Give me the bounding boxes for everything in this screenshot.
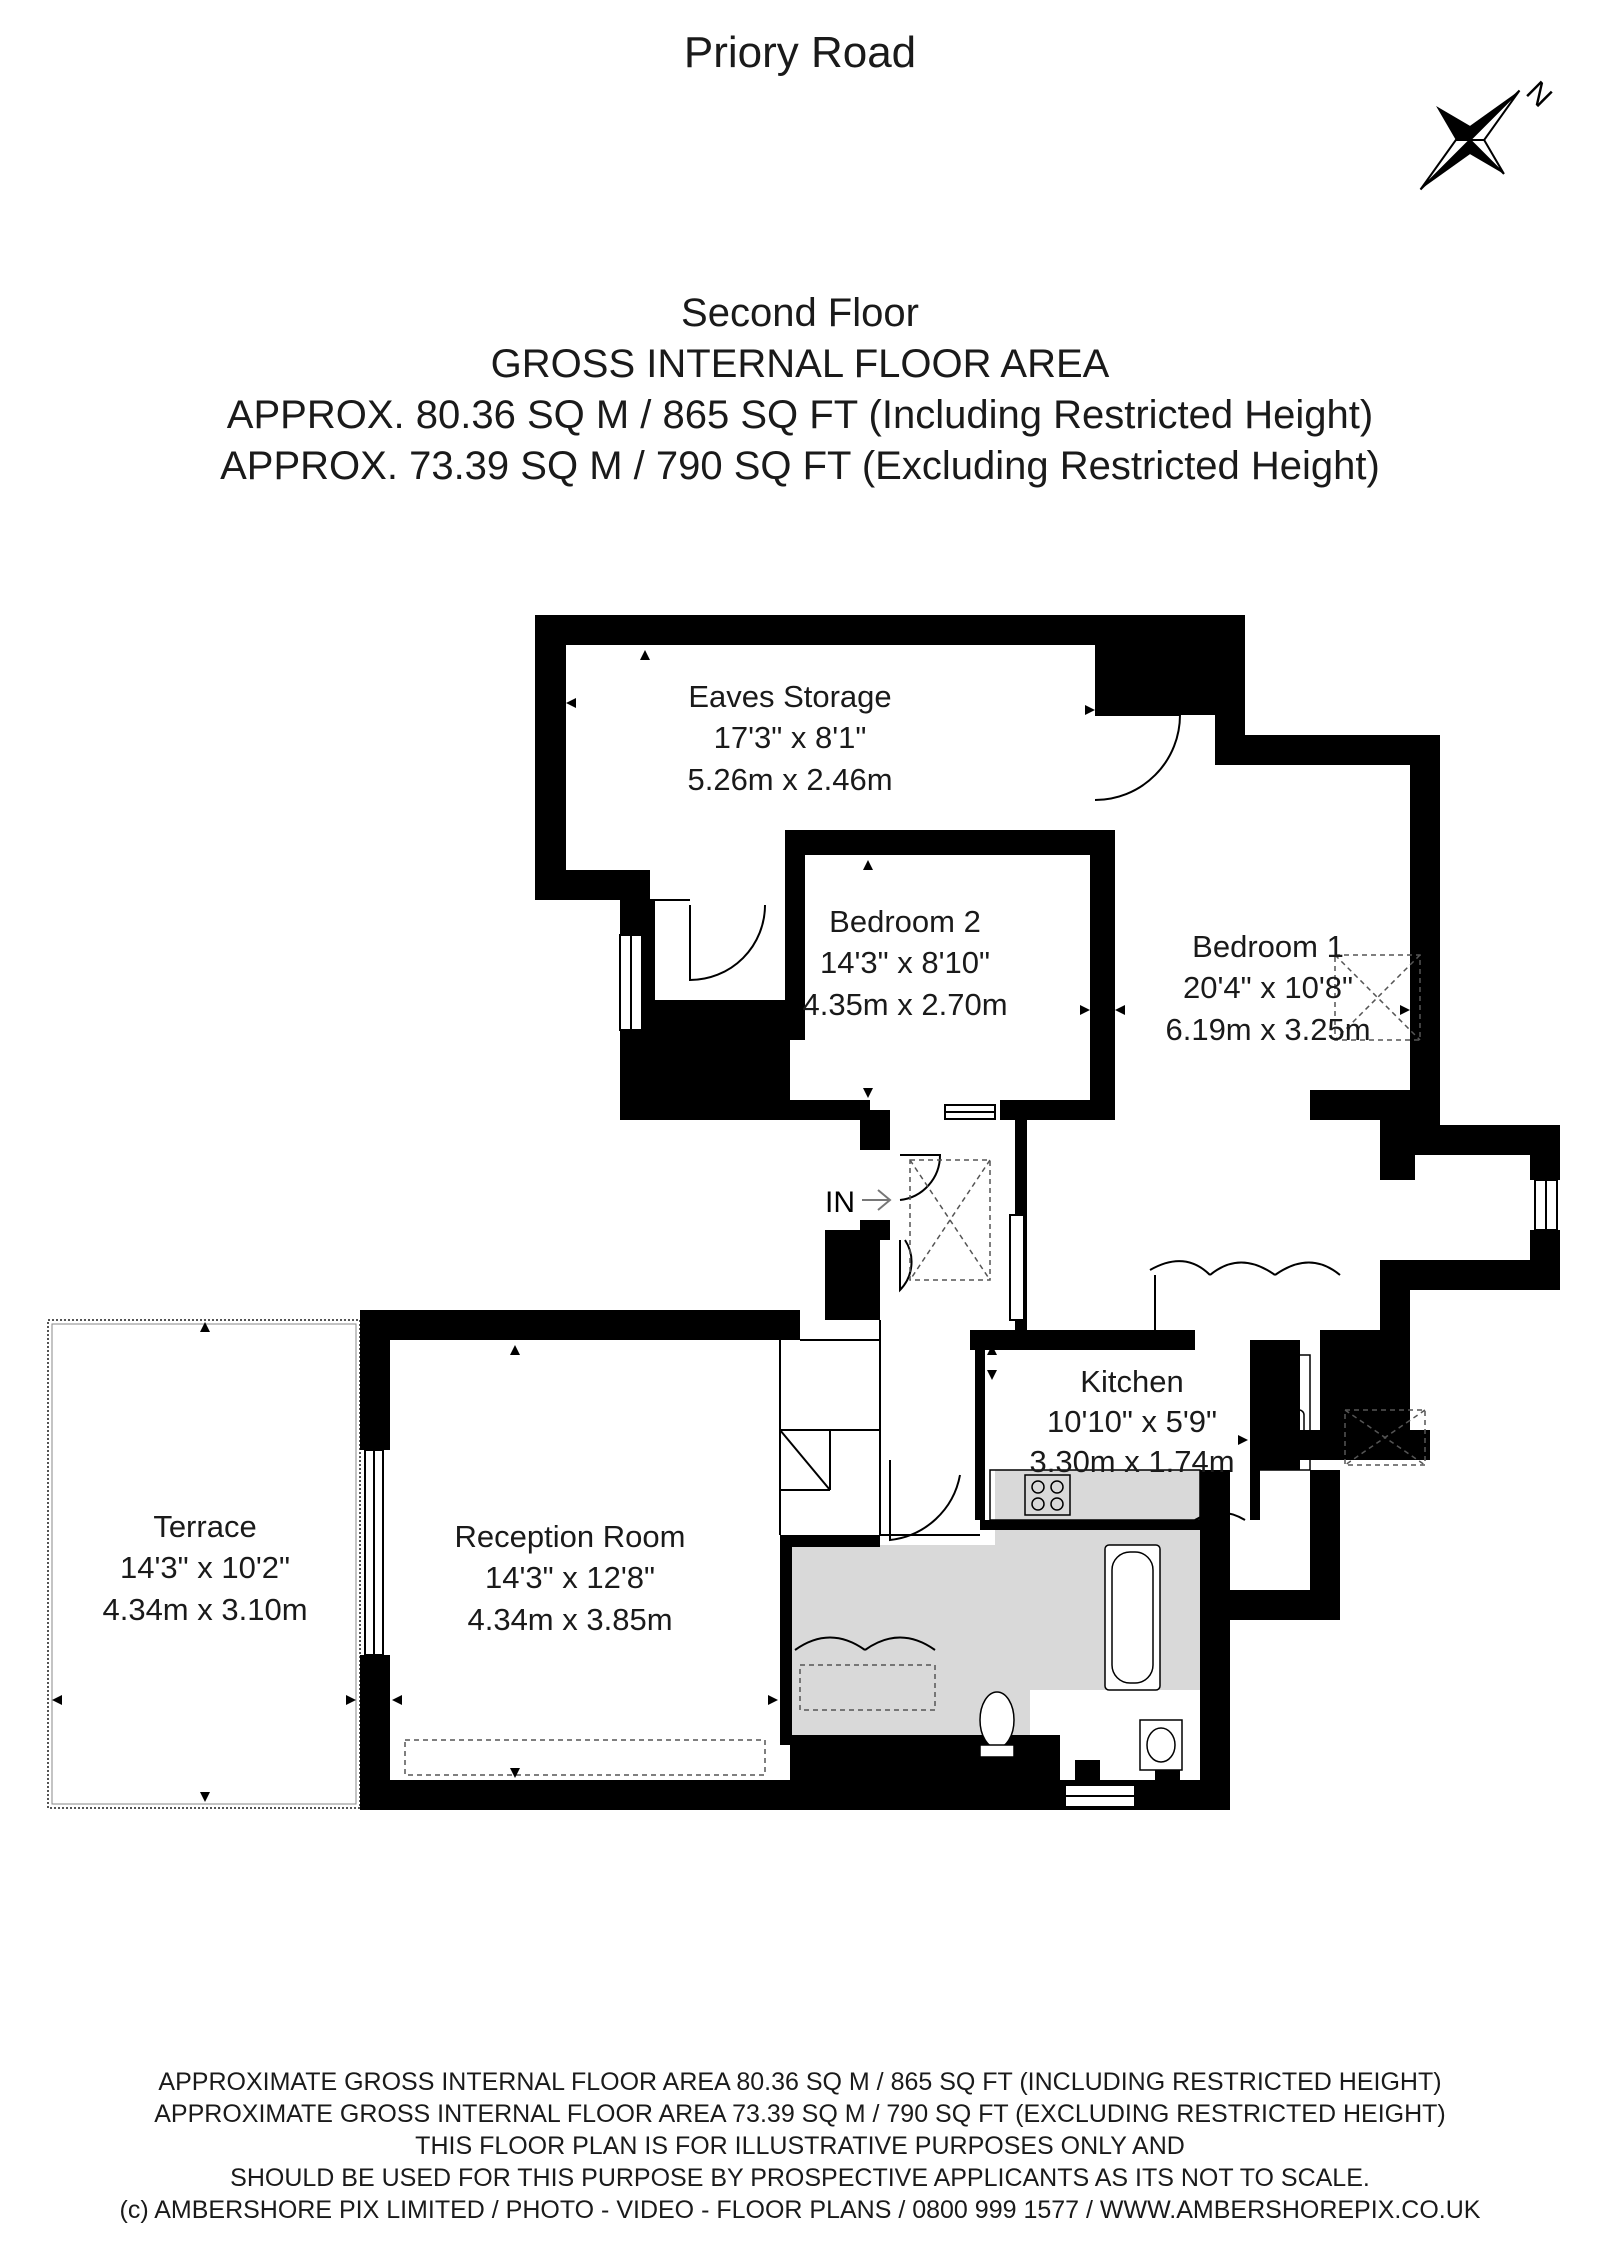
- entrance-label: IN: [825, 1186, 855, 1219]
- svg-text:4.34m x 3.85m: 4.34m x 3.85m: [467, 1602, 672, 1637]
- svg-text:Kitchen: Kitchen: [1080, 1364, 1183, 1399]
- svg-text:14'3" x 12'8": 14'3" x 12'8": [485, 1560, 655, 1595]
- hob-icon: [1031, 1480, 1045, 1494]
- area-title: GROSS INTERNAL FLOOR AREA: [490, 342, 1110, 386]
- svg-text:Eaves Storage: Eaves Storage: [688, 679, 891, 714]
- svg-text:5.26m x 2.46m: 5.26m x 2.46m: [687, 762, 892, 797]
- footer-line-5: (c) AMBERSHORE PIX LIMITED / PHOTO - VID…: [119, 2196, 1481, 2224]
- svg-text:3.30m x 1.74m: 3.30m x 1.74m: [1029, 1444, 1234, 1479]
- svg-text:4.35m x 2.70m: 4.35m x 2.70m: [802, 987, 1007, 1022]
- svg-text:Bedroom 1: Bedroom 1: [1192, 929, 1344, 964]
- dimension-ticks: [52, 650, 1410, 1802]
- footer-line-1: APPROXIMATE GROSS INTERNAL FLOOR AREA 80…: [158, 2068, 1442, 2096]
- svg-text:4.34m x 3.10m: 4.34m x 3.10m: [102, 1592, 307, 1627]
- floor-area-header: Second Floor GROSS INTERNAL FLOOR AREA A…: [0, 288, 1600, 492]
- footer-line-3: THIS FLOOR PLAN IS FOR ILLUSTRATIVE PURP…: [415, 2132, 1185, 2160]
- room-kitchen: Kitchen 10'10" x 5'9" 3.30m x 1.74m: [1029, 1364, 1234, 1479]
- area-including: APPROX. 80.36 SQ M / 865 SQ FT (Includin…: [226, 393, 1374, 437]
- floor-title: Second Floor: [681, 291, 919, 335]
- walls: [360, 615, 1560, 1810]
- area-excluding: APPROX. 73.39 SQ M / 790 SQ FT (Excludin…: [220, 444, 1380, 488]
- svg-text:6.19m x 3.25m: 6.19m x 3.25m: [1165, 1012, 1370, 1047]
- windows: [364, 934, 1558, 1808]
- svg-text:20'4" x 10'8": 20'4" x 10'8": [1183, 970, 1353, 1005]
- room-terrace: Terrace 14'3" x 10'2" 4.34m x 3.10m: [102, 1509, 307, 1627]
- disclaimer-footer: APPROXIMATE GROSS INTERNAL FLOOR AREA 80…: [0, 2066, 1600, 2226]
- footer-line-2: APPROXIMATE GROSS INTERNAL FLOOR AREA 73…: [154, 2100, 1446, 2128]
- room-bedroom-1: Bedroom 1 20'4" x 10'8" 6.19m x 3.25m: [1165, 929, 1370, 1047]
- bathroom-fittings: [979, 1544, 1183, 1771]
- sink-icon: [1266, 1409, 1305, 1456]
- skylights: [404, 954, 1426, 1776]
- svg-text:10'10" x 5'9": 10'10" x 5'9": [1047, 1404, 1217, 1439]
- svg-text:14'3" x 8'10": 14'3" x 8'10": [820, 945, 990, 980]
- svg-text:Bedroom 2: Bedroom 2: [829, 904, 981, 939]
- footer-line-4: SHOULD BE USED FOR THIS PURPOSE BY PROSP…: [230, 2164, 1370, 2192]
- bathroom-floor: [790, 1470, 1200, 1760]
- toilet-icon: [979, 1691, 1015, 1749]
- room-eaves-storage: Eaves Storage 17'3" x 8'1" 5.26m x 2.46m: [687, 679, 892, 797]
- street-name: Priory Road: [683, 28, 917, 77]
- svg-text:14'3" x 10'2": 14'3" x 10'2": [120, 1550, 290, 1585]
- compass-icon: [1419, 89, 1521, 191]
- svg-text:Reception Room: Reception Room: [455, 1519, 686, 1554]
- kitchen-fittings: [989, 1354, 1311, 1521]
- svg-text:Terrace: Terrace: [153, 1509, 256, 1544]
- room-bedroom-2: Bedroom 2 14'3" x 8'10" 4.35m x 2.70m: [802, 904, 1007, 1022]
- entrance-arrow-icon: [862, 1189, 892, 1211]
- compass-north-label: N: [1520, 75, 1559, 114]
- room-reception: Reception Room 14'3" x 12'8" 4.34m x 3.8…: [455, 1519, 686, 1637]
- svg-text:17'3" x 8'1": 17'3" x 8'1": [714, 720, 867, 755]
- doors: [689, 710, 1341, 1651]
- interior-lines: [564, 645, 980, 1536]
